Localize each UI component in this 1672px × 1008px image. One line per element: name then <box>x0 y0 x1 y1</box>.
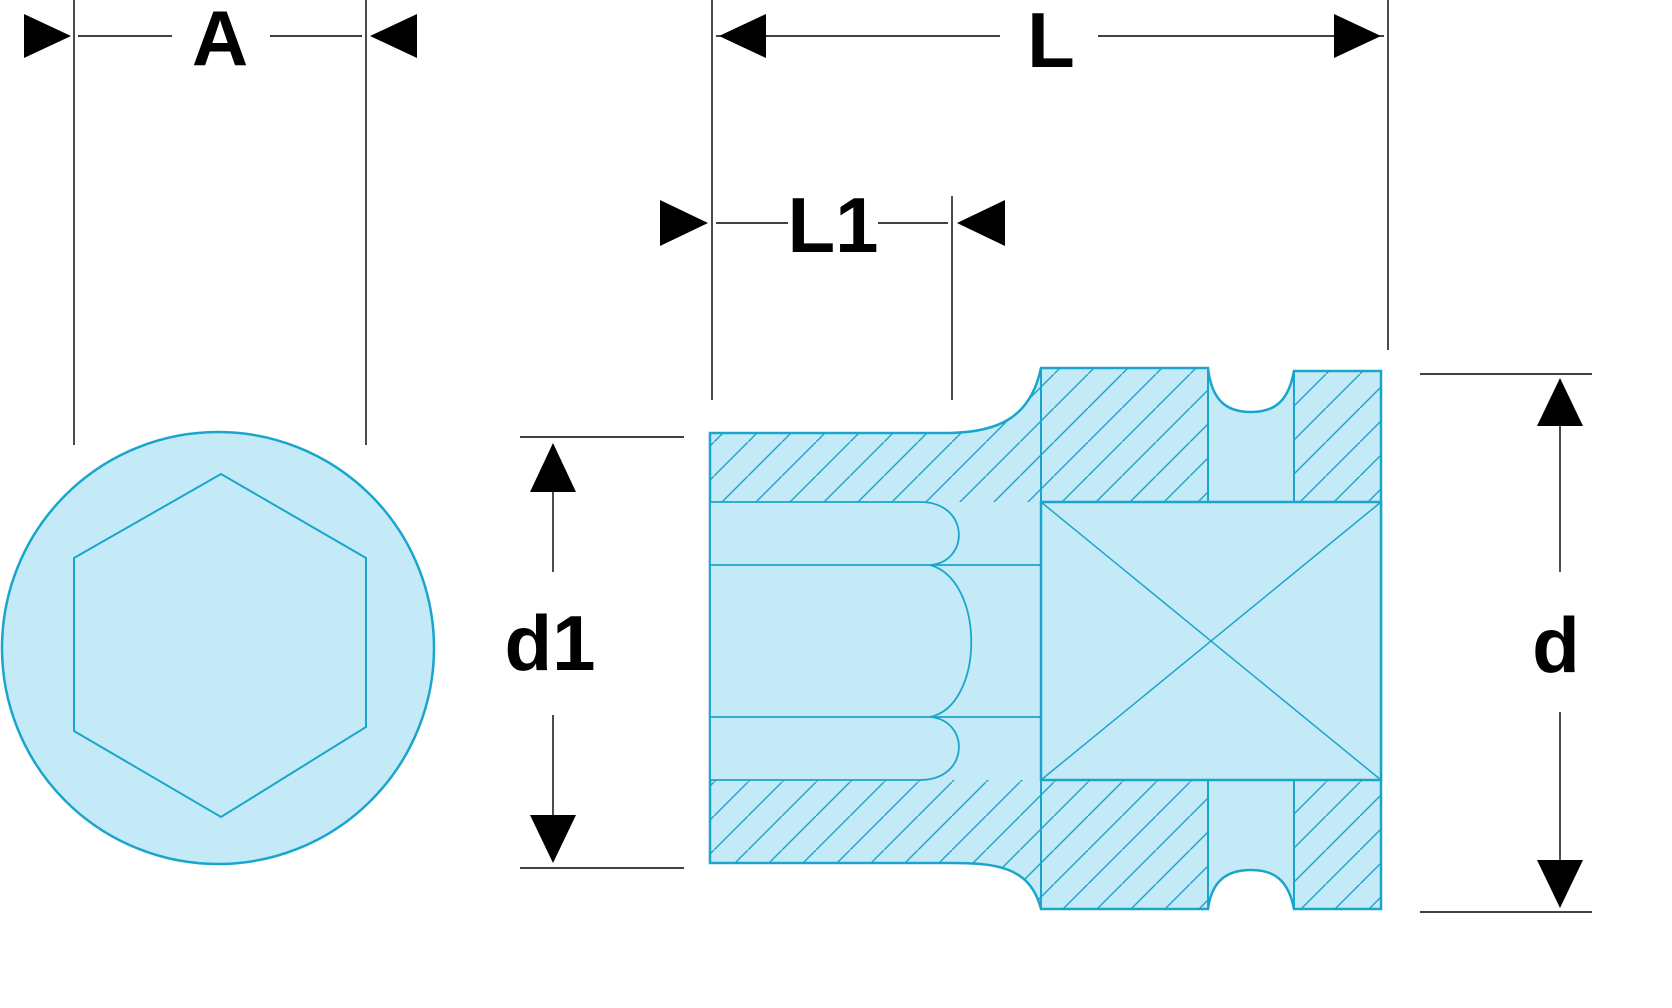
label-a: A <box>192 0 248 82</box>
label-l: L <box>1027 0 1075 84</box>
section-view <box>708 366 1383 911</box>
hatched-wall-nose-bottom <box>710 780 1041 909</box>
dimension-d <box>1420 373 1592 913</box>
dimension-a <box>24 0 417 445</box>
hexagon-opening <box>73 472 367 819</box>
dimension-d1 <box>520 436 684 869</box>
end-view <box>0 430 436 866</box>
hatched-wall-drive-bottom-right <box>1294 780 1381 909</box>
hatched-wall-drive-top-right <box>1294 371 1381 502</box>
label-d: d <box>1532 601 1580 689</box>
label-d1: d1 <box>504 599 595 687</box>
label-l1: L1 <box>787 181 878 269</box>
hatched-wall-nose-top <box>710 368 1041 502</box>
hatched-wall-drive-top-left <box>1041 368 1208 502</box>
dimension-l1 <box>660 196 1005 400</box>
dimension-l <box>711 0 1389 400</box>
hatched-wall-drive-bottom-left <box>1041 780 1208 909</box>
